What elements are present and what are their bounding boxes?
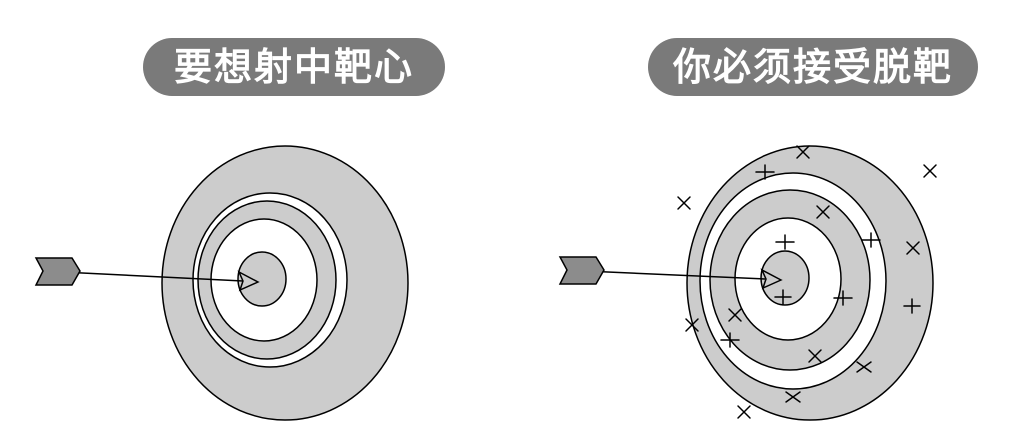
- miss-mark: [677, 196, 691, 210]
- left-panel-title: 要想射中靶心: [143, 38, 445, 96]
- miss-marks: [677, 145, 937, 419]
- miss-mark: [833, 290, 853, 306]
- target-bullseye: [237, 251, 287, 307]
- miss-mark: [808, 349, 822, 363]
- miss-mark: [785, 391, 801, 403]
- left-target: [161, 145, 409, 421]
- miss-mark: [720, 332, 740, 348]
- left-arrow: [34, 257, 260, 292]
- arrow-fletching: [34, 257, 81, 286]
- miss-mark: [906, 241, 920, 255]
- right-arrow: [558, 256, 783, 290]
- right-target: [686, 145, 934, 421]
- arrow-head: [237, 270, 260, 292]
- miss-mark: [774, 289, 792, 305]
- miss-mark: [737, 405, 751, 419]
- miss-mark: [903, 298, 921, 314]
- arrow-head: [760, 268, 783, 290]
- arrow-shaft: [584, 270, 766, 280]
- miss-mark: [755, 164, 775, 180]
- target-bullseye: [760, 250, 810, 306]
- miss-mark: [775, 234, 795, 250]
- miss-mark: [816, 205, 830, 219]
- miss-mark: [728, 308, 742, 322]
- miss-mark: [796, 145, 810, 159]
- arrow-shaft: [61, 271, 244, 282]
- miss-mark: [685, 318, 699, 332]
- right-panel-title: 你必须接受脱靶: [648, 38, 978, 96]
- arrow-fletching: [558, 256, 605, 285]
- miss-mark: [923, 164, 937, 178]
- miss-mark: [861, 232, 881, 248]
- miss-mark: [856, 361, 872, 373]
